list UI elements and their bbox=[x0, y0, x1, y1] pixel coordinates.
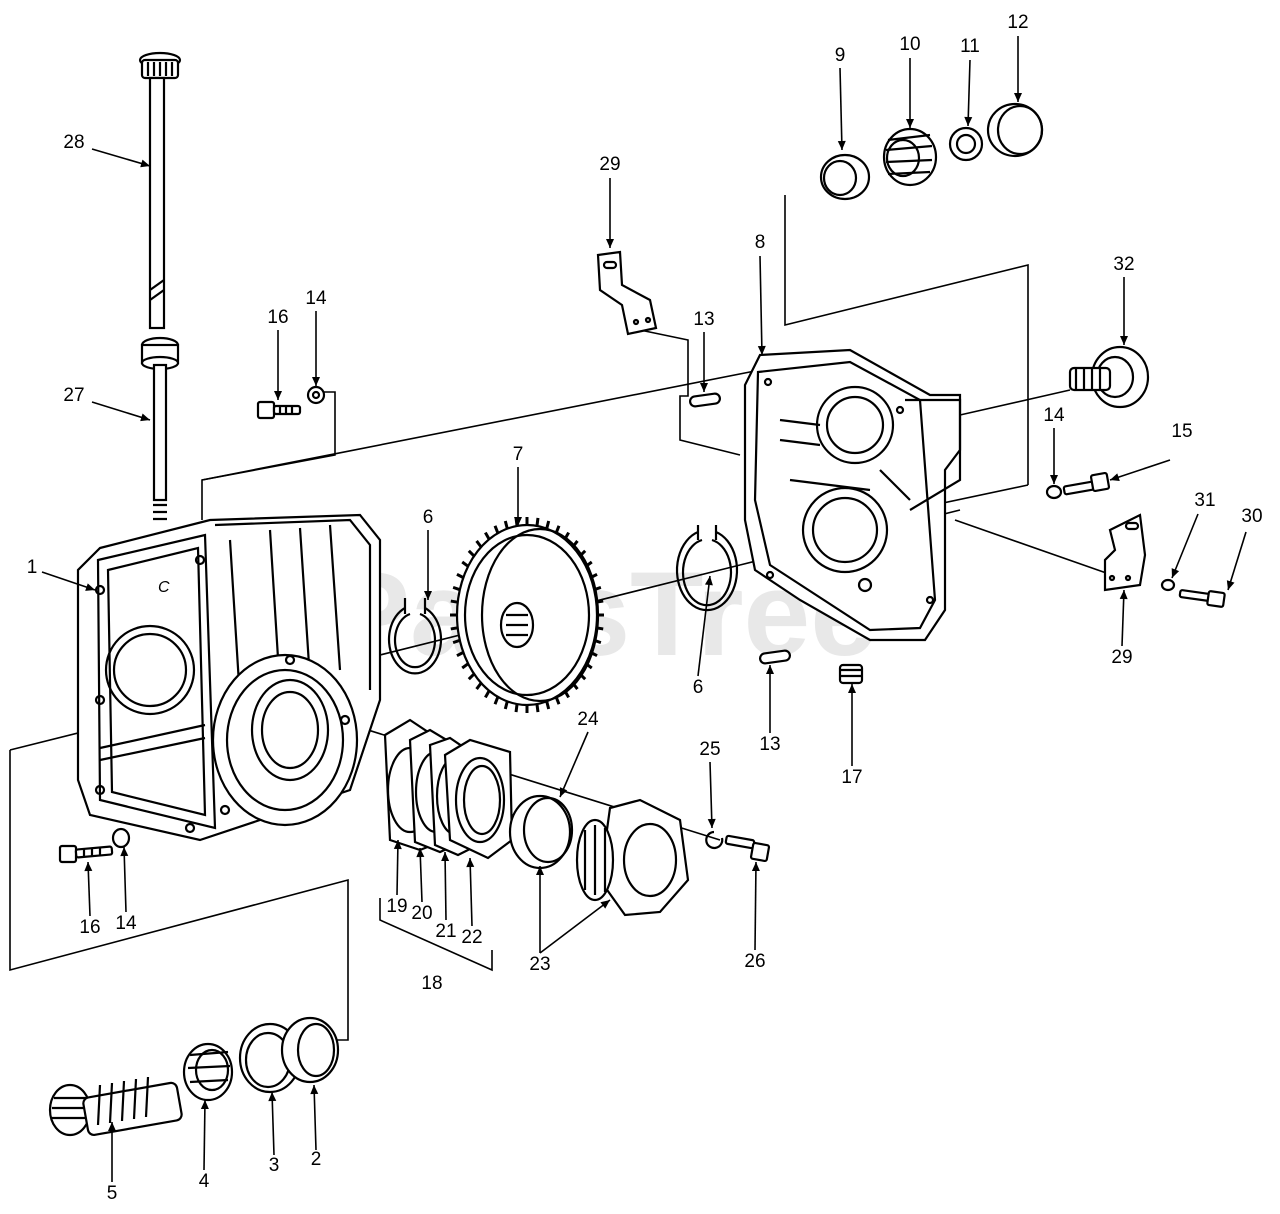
part-24-race bbox=[508, 794, 574, 870]
callout-7: 7 bbox=[513, 444, 524, 465]
part-28-dipstick bbox=[138, 51, 182, 330]
callout-16-top: 16 bbox=[267, 307, 288, 328]
callout-13-top: 13 bbox=[693, 309, 714, 330]
callout-9: 9 bbox=[835, 45, 846, 66]
callout-18: 18 bbox=[421, 973, 442, 994]
callout-10: 10 bbox=[899, 34, 920, 55]
part-29-bracket-right bbox=[1103, 513, 1147, 592]
callout-labels: 1 2 3 4 5 6 6 7 8 9 10 11 12 13 13 14 14… bbox=[27, 12, 1263, 1204]
part-27-fill-tube bbox=[140, 336, 180, 521]
part-32-shaft-bearing bbox=[1068, 345, 1150, 409]
callout-24: 24 bbox=[577, 709, 599, 730]
part-8-case-half bbox=[743, 348, 962, 642]
part-7-gear bbox=[450, 517, 604, 713]
callout-26: 26 bbox=[744, 951, 765, 972]
callout-28: 28 bbox=[63, 132, 84, 153]
callout-5: 5 bbox=[107, 1183, 118, 1204]
callout-30: 30 bbox=[1241, 506, 1262, 527]
callout-1: 1 bbox=[27, 557, 38, 578]
part-14-washer-bottom bbox=[111, 827, 131, 849]
leader-lines bbox=[41, 36, 1247, 1182]
callout-23: 23 bbox=[529, 954, 550, 975]
callout-29-right: 29 bbox=[1111, 647, 1132, 668]
part-11-retaining-ring bbox=[948, 126, 984, 162]
callout-6-right: 6 bbox=[693, 677, 704, 698]
callout-12: 12 bbox=[1007, 12, 1028, 33]
callout-6-left: 6 bbox=[423, 507, 434, 528]
part-15-bolt bbox=[1062, 471, 1111, 496]
part-4-cone-bearing bbox=[182, 1042, 234, 1102]
callout-15: 15 bbox=[1171, 421, 1192, 442]
callout-14-right: 14 bbox=[1043, 405, 1065, 426]
callout-31: 31 bbox=[1194, 490, 1215, 511]
part-25-washer bbox=[705, 830, 724, 850]
part-10-roller-bearing bbox=[882, 127, 938, 187]
part-26-bolt bbox=[724, 834, 771, 863]
callout-2: 2 bbox=[311, 1149, 322, 1170]
callout-8: 8 bbox=[755, 232, 766, 253]
part-30-screw bbox=[1178, 589, 1226, 608]
callout-21: 21 bbox=[435, 921, 456, 942]
part-2-cup bbox=[280, 1016, 340, 1084]
callout-19: 19 bbox=[386, 896, 407, 917]
part-5-pinion-shaft bbox=[48, 1076, 183, 1137]
callout-32: 32 bbox=[1113, 254, 1134, 275]
callout-25: 25 bbox=[699, 739, 720, 760]
callout-17: 17 bbox=[841, 767, 862, 788]
part-16-bolt-top bbox=[256, 400, 302, 420]
callout-22: 22 bbox=[461, 927, 482, 948]
part-12-cap bbox=[986, 102, 1044, 158]
part-17-plug bbox=[838, 663, 864, 685]
callout-13-bottom: 13 bbox=[759, 734, 780, 755]
callout-3: 3 bbox=[269, 1155, 280, 1176]
callout-11: 11 bbox=[960, 36, 980, 57]
part-23-bearing-cap bbox=[575, 798, 690, 917]
part-6-snap-ring-left bbox=[387, 598, 443, 675]
callout-14-top: 14 bbox=[305, 288, 327, 309]
part-22-gasket bbox=[443, 738, 514, 860]
callout-16-bottom: 16 bbox=[79, 917, 100, 938]
callout-27: 27 bbox=[63, 385, 84, 406]
callout-29-top: 29 bbox=[599, 154, 620, 175]
part-14-washer-top bbox=[306, 385, 326, 405]
part-14-washer-right bbox=[1045, 484, 1063, 500]
part-1-transmission-case: C bbox=[76, 513, 382, 842]
bracket-18 bbox=[379, 898, 493, 972]
callout-14-bottom: 14 bbox=[115, 913, 137, 934]
part-13-dowel-pins bbox=[688, 392, 792, 665]
part-9-race bbox=[819, 153, 871, 201]
part-29-bracket-top bbox=[596, 250, 658, 336]
callout-20: 20 bbox=[411, 903, 432, 924]
svg-text:C: C bbox=[158, 579, 170, 596]
part-31-lockwasher bbox=[1160, 578, 1176, 592]
callout-4: 4 bbox=[199, 1171, 210, 1192]
part-16-bolt-bottom bbox=[58, 844, 114, 864]
